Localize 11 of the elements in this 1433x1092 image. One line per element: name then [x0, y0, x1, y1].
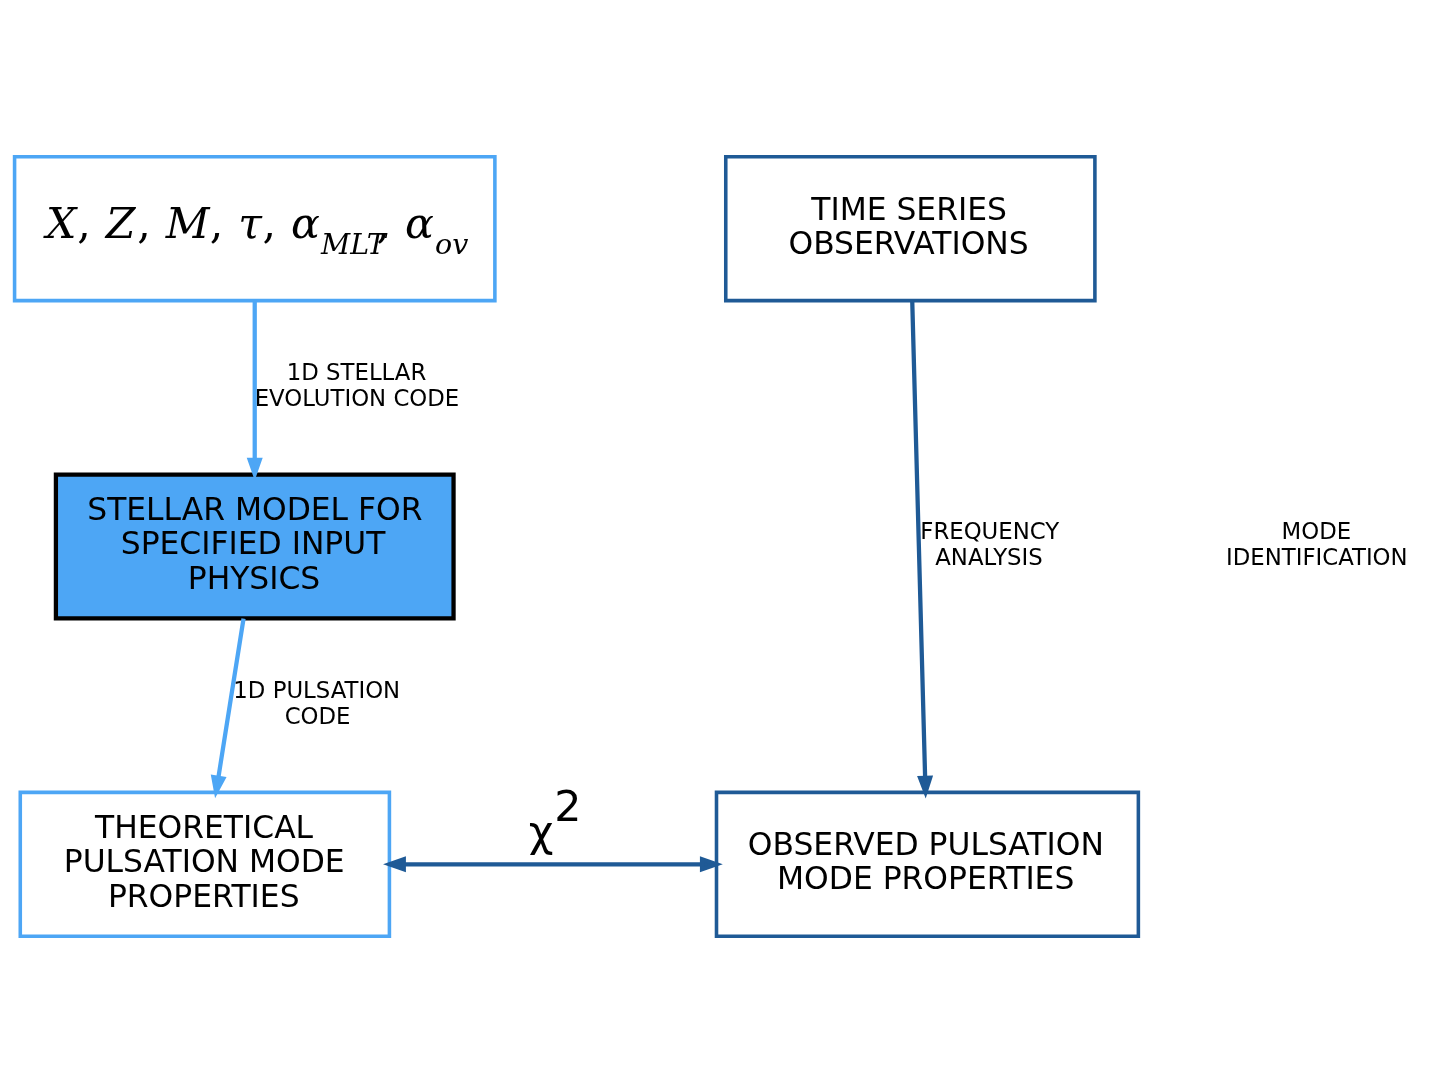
edge-label: FREQUENCY ANALYSIS	[920, 517, 1060, 570]
node-box: OBSERVED PULSATION MODE PROPERTIES	[714, 790, 1141, 938]
arrow	[210, 617, 246, 798]
edge-label: 1D STELLAR EVOLUTION CODE	[254, 358, 460, 411]
node-box: TIME SERIES OBSERVATIONS	[724, 154, 1097, 302]
node-box: STELLAR MODEL FOR SPECIFIED INPUT PHYSICS	[53, 471, 456, 621]
arrow	[383, 855, 723, 872]
arrow	[910, 300, 934, 799]
label: MODE IDENTIFICATION	[1226, 517, 1408, 570]
edge-label: 1D PULSATION CODE	[233, 676, 401, 729]
node-box: THEORETICAL PULSATION MODE PROPERTIES	[18, 790, 392, 938]
